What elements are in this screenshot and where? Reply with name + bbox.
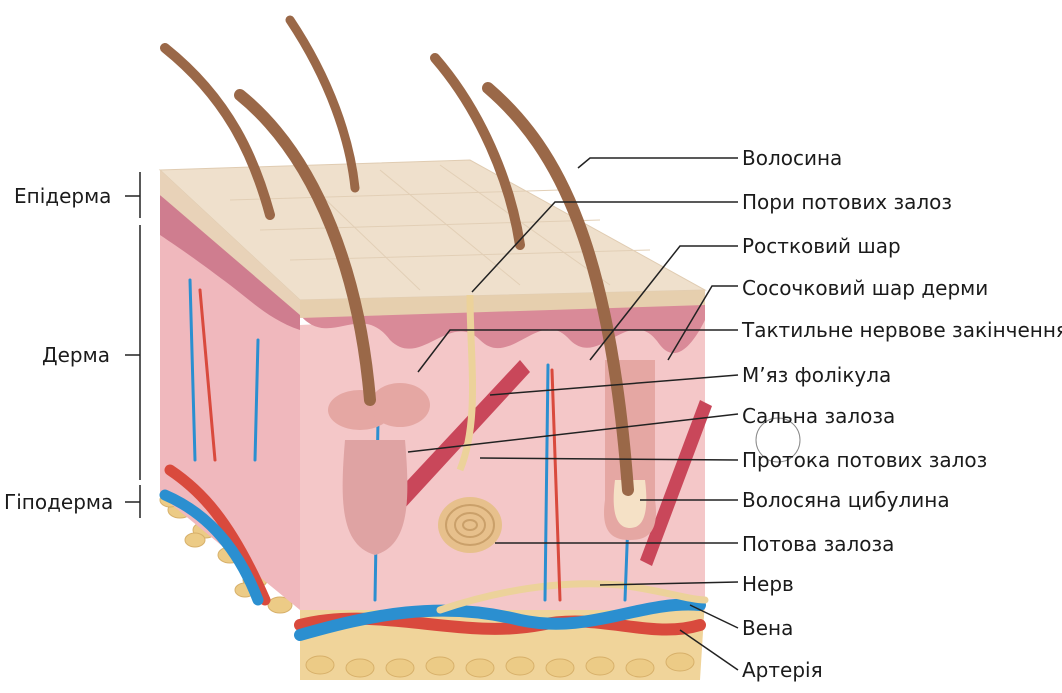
label-sweat-duct: Протока потових залоз	[742, 448, 987, 472]
label-tactile-ending: Тактильне нервове закінчення	[742, 318, 1062, 342]
label-sebaceous-gland: Сальна залоза	[742, 404, 895, 428]
label-germinal-layer: Ростковий шар	[742, 234, 901, 258]
label-sweat-gland: Потова залоза	[742, 532, 894, 556]
label-nerve: Нерв	[742, 572, 794, 596]
label-epidermis: Епідерма	[14, 184, 111, 208]
label-sweat-pores: Пори потових залоз	[742, 190, 952, 214]
label-follicle-muscle: М’яз фолікула	[742, 363, 891, 387]
label-dermis: Дерма	[42, 343, 110, 367]
label-vein: Вена	[742, 616, 793, 640]
label-hair-bulb: Волосяна цибулина	[742, 488, 950, 512]
label-papillary-layer: Сосочковий шар дерми	[742, 276, 988, 300]
label-artery: Артерія	[742, 658, 823, 682]
label-hair: Волосина	[742, 146, 842, 170]
label-hypodermis: Гіподерма	[4, 490, 113, 514]
